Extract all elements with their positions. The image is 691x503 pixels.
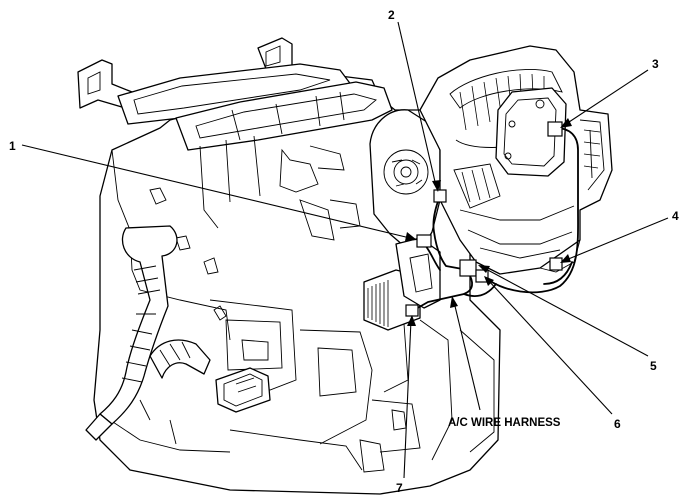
ac-wire-harness-label: A/C WIRE HARNESS — [448, 417, 561, 429]
connector-1 — [416, 234, 432, 248]
connector-4 — [549, 257, 563, 271]
callout-7: 7 — [396, 481, 403, 495]
connector-2 — [433, 189, 447, 203]
callout-6: 6 — [614, 417, 621, 431]
connector-5 — [459, 259, 477, 277]
recirculation-control-motor — [495, 87, 567, 177]
connectors — [405, 121, 563, 317]
blower-resistor-connector — [215, 367, 271, 413]
air-mix-control-motor — [369, 109, 441, 309]
callout-1: 1 — [9, 139, 16, 153]
leader-lines — [21, 21, 669, 479]
callout-labels: 1 2 3 4 5 6 7 A/C WIRE HARNESS — [9, 8, 679, 495]
callout-2: 2 — [388, 8, 395, 22]
callout-3: 3 — [652, 57, 659, 71]
connector-3 — [547, 121, 563, 137]
connector-7 — [405, 304, 419, 317]
connector-6 — [475, 269, 489, 283]
callout-4: 4 — [672, 209, 679, 223]
left-hose-assembly — [85, 225, 211, 441]
callout-5: 5 — [650, 359, 657, 373]
